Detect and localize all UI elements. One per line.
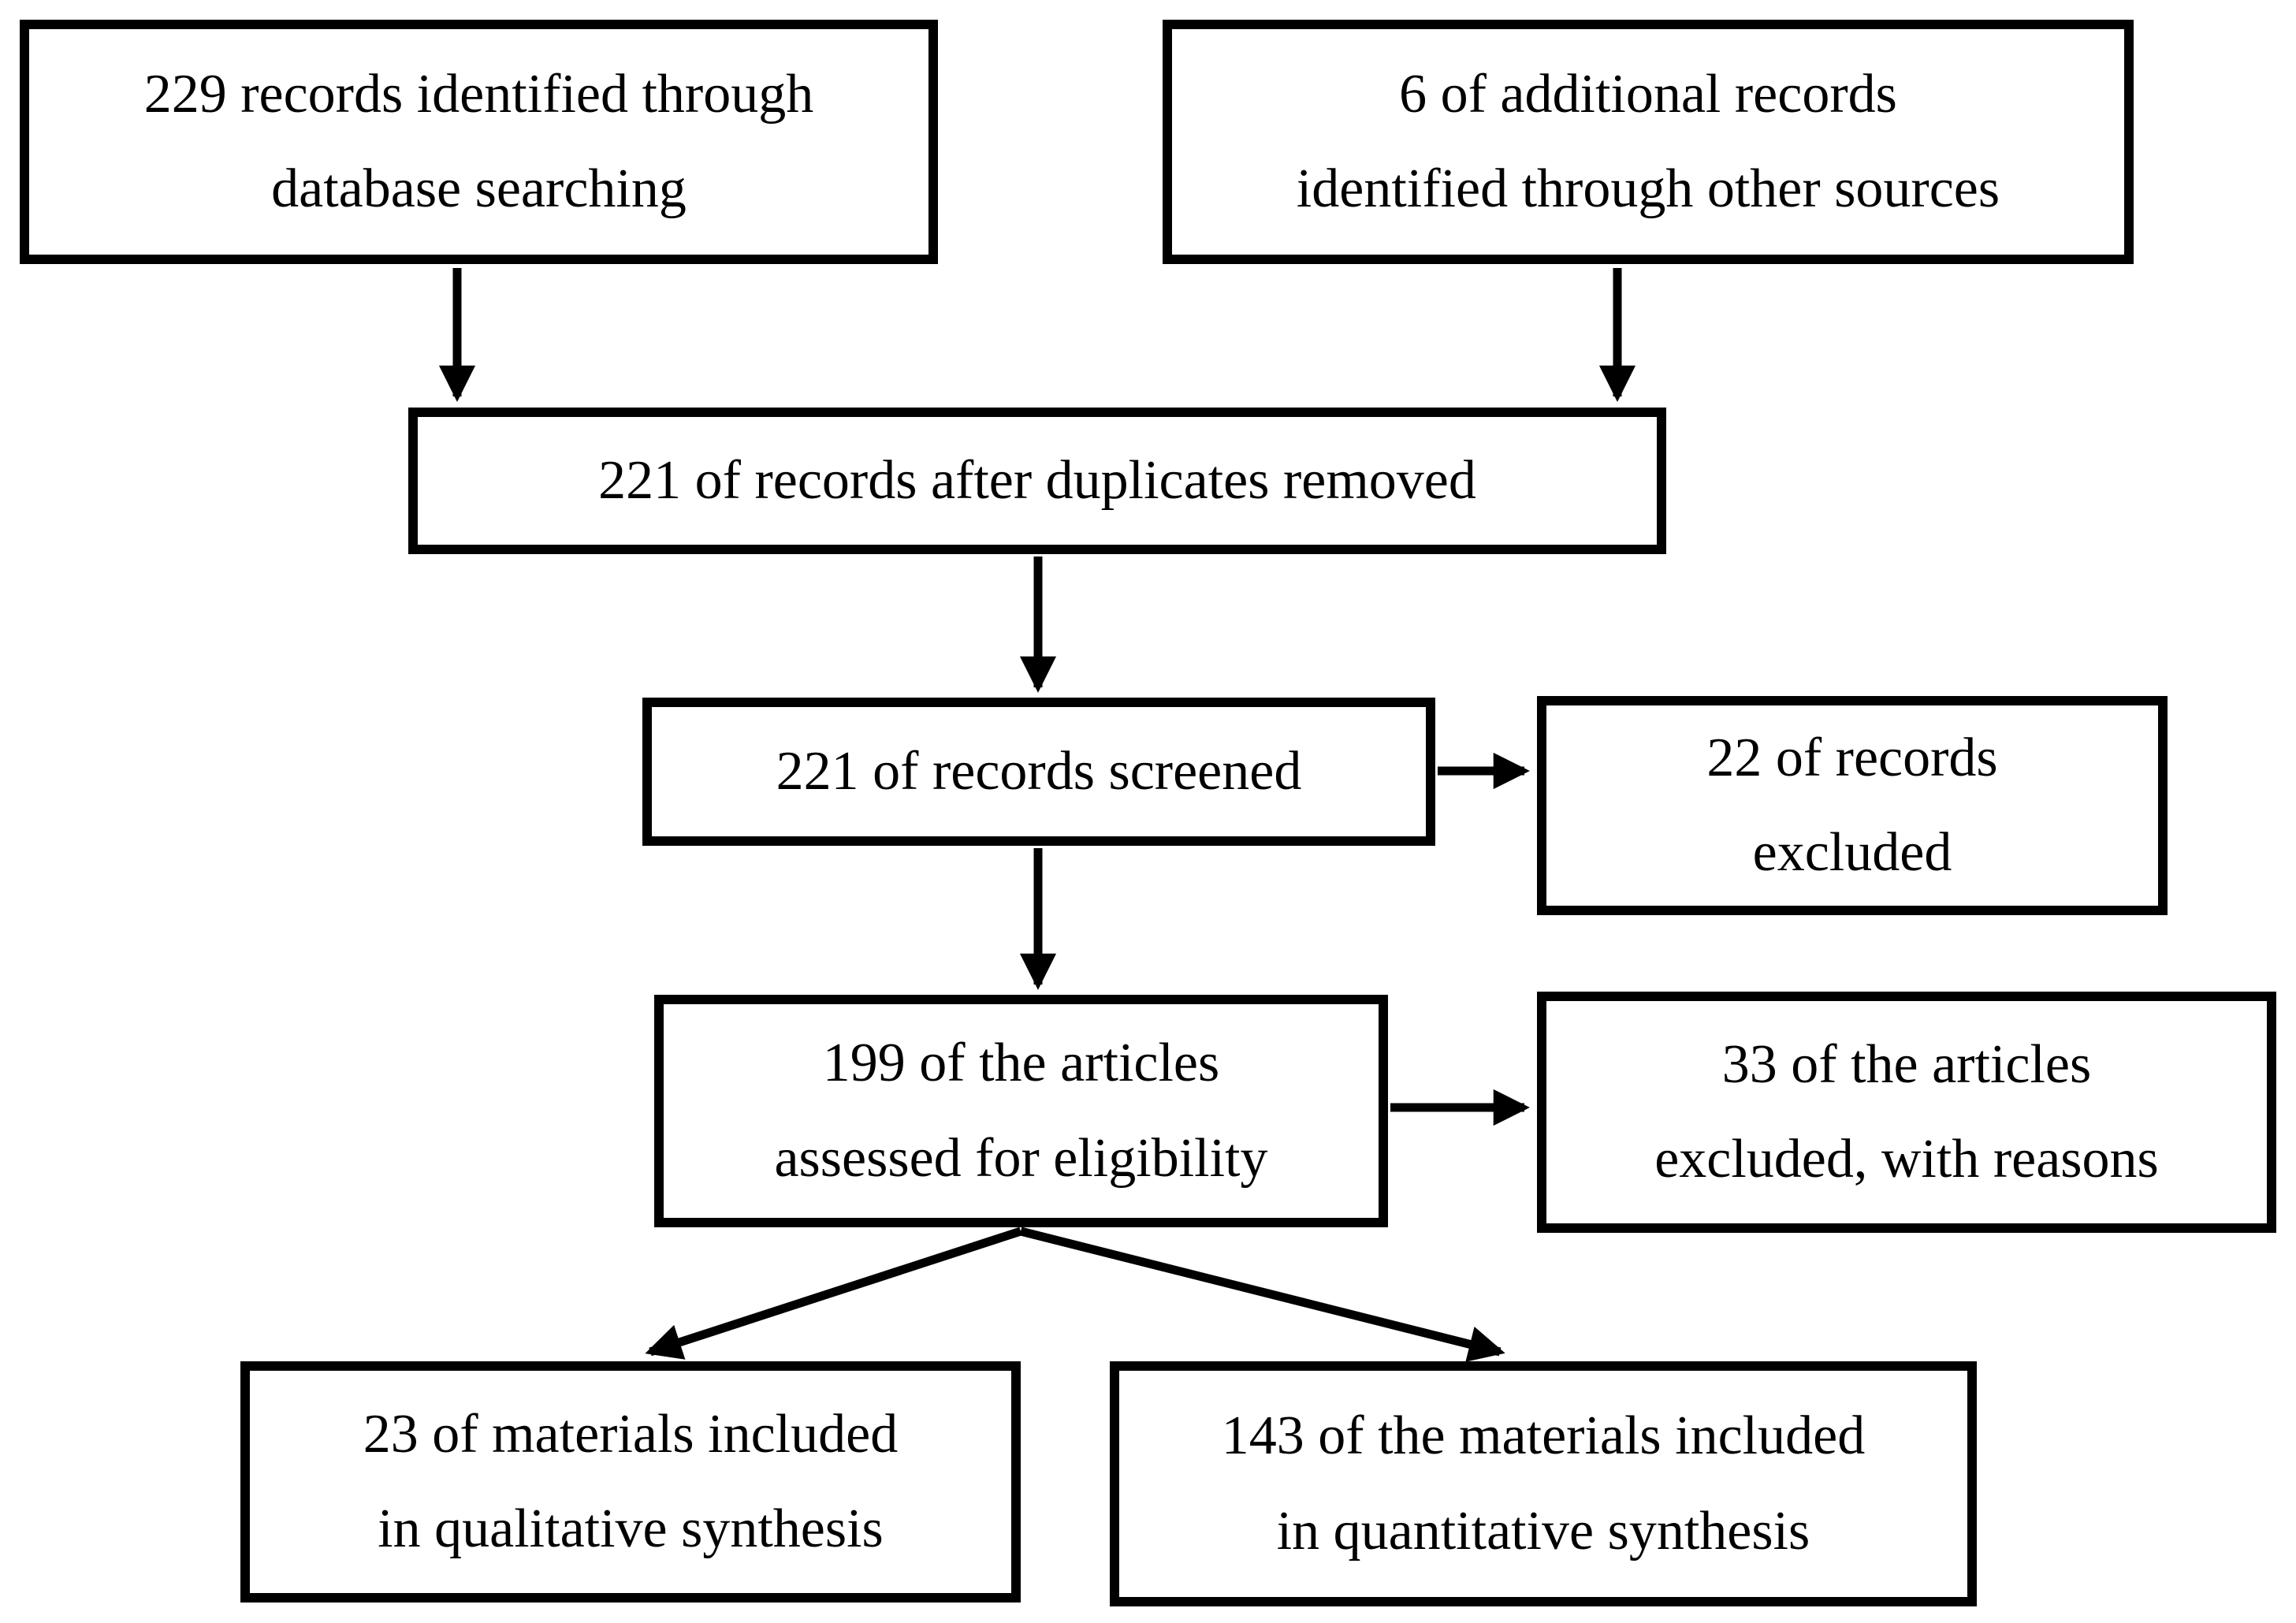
node-text-line: 22 of records	[1706, 727, 1998, 788]
node-text-line: 199 of the articles	[822, 1033, 1220, 1094]
node-text-line: identified through other sources	[1296, 158, 2000, 219]
node-qualitative-synthesis: 23 of materials included in qualitative …	[240, 1361, 1021, 1603]
node-articles-assessed-for-eligibility: 199 of the articles assessed for eligibi…	[654, 995, 1388, 1227]
node-quantitative-synthesis: 143 of the materials included in quantit…	[1110, 1361, 1977, 1606]
arrow-eligibility-to-qualitative	[645, 1227, 1022, 1360]
node-records-identified-database: 229 records identified through database …	[20, 20, 938, 264]
node-text-line: 23 of materials included	[363, 1403, 899, 1465]
node-records-screened: 221 of records screened	[642, 698, 1435, 846]
node-text-line: in quantitative synthesis	[1276, 1500, 1810, 1562]
node-text-line: database searching	[271, 158, 687, 219]
node-records-identified-other-sources: 6 of additional records identified throu…	[1163, 20, 2134, 264]
node-text-line: assessed for eligibility	[774, 1127, 1268, 1189]
node-articles-excluded-with-reasons: 33 of the articles excluded, with reason…	[1537, 992, 2276, 1233]
node-records-excluded: 22 of records excluded	[1537, 696, 2168, 915]
node-text-line: 221 of records after duplicates removed	[598, 449, 1476, 511]
node-text-line: 6 of additional records	[1399, 63, 1897, 125]
node-text-line: excluded, with reasons	[1654, 1129, 2159, 1189]
node-text-line: excluded	[1752, 822, 1952, 883]
node-text-line: 229 records identified through	[143, 63, 814, 125]
arrow-eligibility-to-quantitative	[1019, 1227, 1505, 1362]
node-text-line: 143 of the materials included	[1221, 1405, 1866, 1467]
node-text-line: 33 of the articles	[1721, 1033, 2092, 1095]
node-text-line: 221 of records screened	[776, 740, 1302, 802]
node-text-line: in qualitative synthesis	[378, 1498, 884, 1559]
node-records-after-duplicates-removed: 221 of records after duplicates removed	[408, 408, 1666, 554]
